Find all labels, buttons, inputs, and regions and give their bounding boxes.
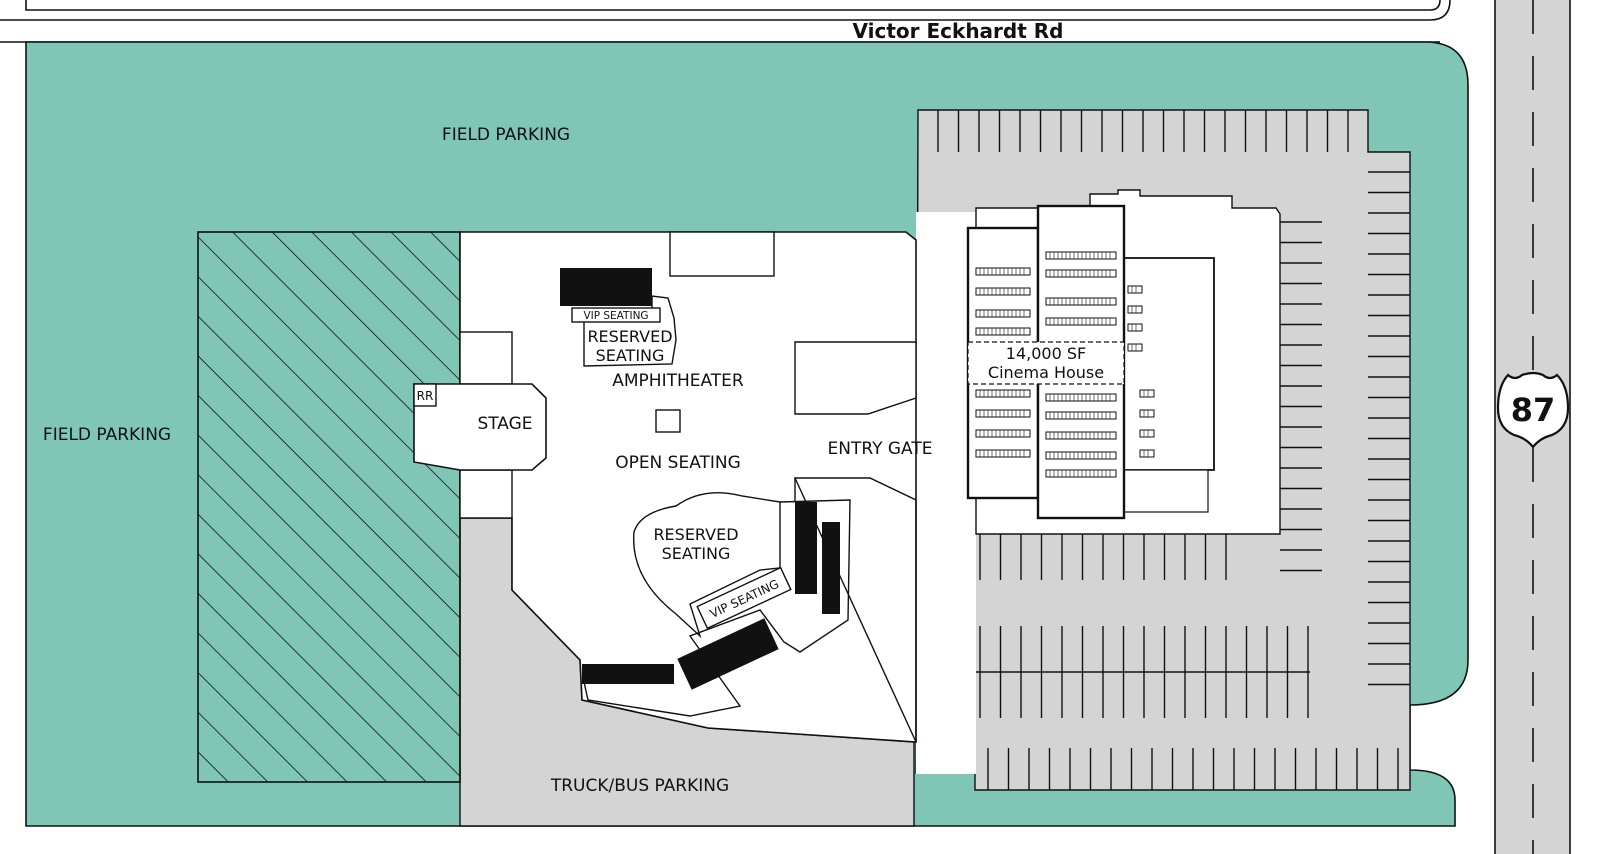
entry-gate-label: ENTRY GATE bbox=[828, 439, 933, 459]
cinema-seat-row bbox=[1139, 449, 1155, 458]
amphitheater-label: AMPHITHEATER bbox=[612, 371, 744, 391]
cinema-label-box bbox=[967, 341, 1125, 385]
center-marker bbox=[655, 409, 681, 433]
cinema-area-label: 14,000 SF bbox=[1006, 344, 1086, 363]
cinema-lobby-lower bbox=[1123, 469, 1209, 513]
cinema-seat-row bbox=[975, 389, 1031, 398]
cinema-seat-row bbox=[1045, 297, 1117, 306]
highway-number: 87 bbox=[1511, 391, 1556, 429]
reserved-seating-bottom-label-2: SEATING bbox=[662, 544, 731, 563]
cinema-seat-row bbox=[1139, 389, 1155, 398]
gate-structure-upper bbox=[794, 341, 917, 415]
top-road bbox=[0, 0, 1451, 43]
backstage-lower bbox=[459, 469, 513, 519]
cinema-seat-row bbox=[975, 449, 1031, 458]
cinema-seat-row bbox=[1045, 393, 1117, 402]
seating-bar-1 bbox=[795, 502, 817, 594]
cinema-seat-row bbox=[1045, 251, 1117, 260]
cinema-seat-row bbox=[975, 287, 1031, 296]
cinema-name-label: Cinema House bbox=[988, 363, 1104, 382]
parking-stalls bbox=[937, 110, 1410, 790]
us-route-shield-icon bbox=[1496, 371, 1570, 449]
cinema-seat-row bbox=[975, 429, 1031, 438]
vip-seating-block-top bbox=[560, 268, 652, 306]
cinema-seat-row bbox=[1045, 269, 1117, 278]
field-parking-left-label: FIELD PARKING bbox=[43, 425, 171, 445]
cinema-seat-row bbox=[1045, 469, 1117, 478]
cinema-seat-row bbox=[975, 327, 1031, 336]
seating-bar-2 bbox=[822, 522, 840, 614]
cinema-seat-row bbox=[975, 409, 1031, 418]
reserved-seating-bottom-label-1: RESERVED bbox=[653, 525, 738, 544]
cinema-seat-row bbox=[1045, 431, 1117, 440]
restroom-label: RR bbox=[417, 389, 434, 403]
stage-label: STAGE bbox=[477, 414, 532, 434]
backstage-upper bbox=[459, 331, 513, 385]
cinema-seat-row bbox=[1139, 429, 1155, 438]
seating-bar-3 bbox=[582, 664, 674, 684]
entry-drive bbox=[916, 212, 976, 774]
reserved-seating-top-label-2: SEATING bbox=[596, 346, 665, 365]
cinema-seat-row bbox=[1045, 411, 1117, 420]
reserved-seating-top-label-1: RESERVED bbox=[587, 327, 672, 346]
cinema-seat-rows bbox=[975, 251, 1155, 478]
hatched-lawn bbox=[197, 231, 461, 783]
top-structure bbox=[669, 231, 775, 277]
road-label-victor-eckhardt: Victor Eckhardt Rd bbox=[853, 19, 1064, 43]
cinema-seat-row bbox=[975, 267, 1031, 276]
open-seating-label: OPEN SEATING bbox=[615, 453, 741, 473]
cinema-seat-row bbox=[1127, 343, 1143, 352]
cinema-seat-row bbox=[1045, 451, 1117, 460]
restroom bbox=[413, 383, 437, 407]
cinema-seat-row bbox=[1139, 409, 1155, 418]
cinema-seat-row bbox=[1045, 317, 1117, 326]
vip-seating-top-label: VIP SEATING bbox=[583, 310, 648, 322]
gate-structure-lower bbox=[793, 477, 917, 743]
field-parking-top-label: FIELD PARKING bbox=[442, 125, 570, 145]
cinema-seat-row bbox=[975, 309, 1031, 318]
seating-ring-outline bbox=[583, 499, 851, 717]
reserved-seating-bottom-outline bbox=[632, 491, 781, 639]
cinema-seat-row bbox=[1127, 305, 1143, 314]
stage bbox=[413, 383, 547, 471]
cinema-seat-row bbox=[1127, 285, 1143, 294]
seating-bar-4 bbox=[677, 618, 779, 690]
cinema-seat-row bbox=[1127, 323, 1143, 332]
truck-bus-parking-label: TRUCK/BUS PARKING bbox=[550, 776, 729, 796]
